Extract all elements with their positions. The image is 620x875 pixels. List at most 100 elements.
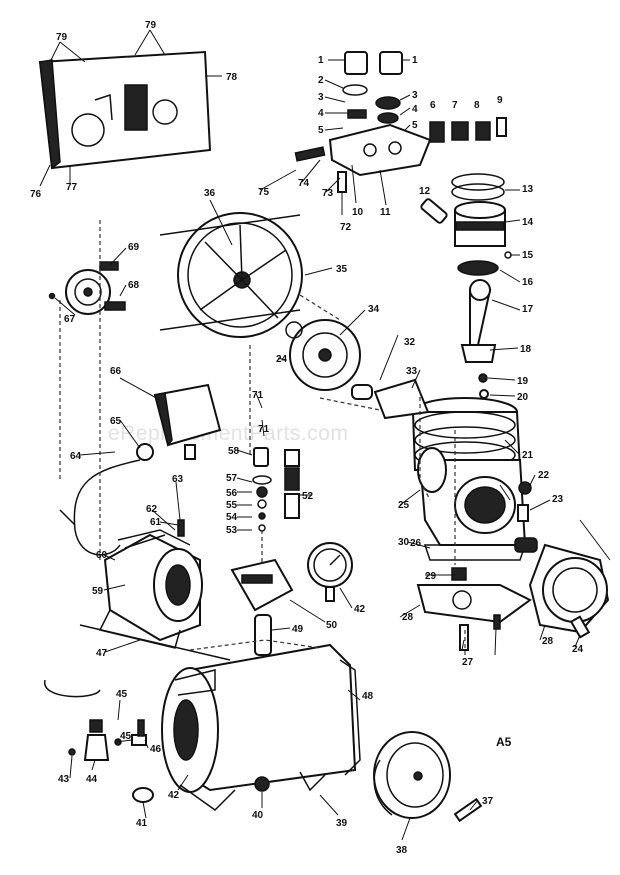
callout-50: 50: [326, 620, 338, 631]
callout-42: 42: [354, 604, 366, 615]
callout-5: 5: [412, 120, 418, 131]
callout-28: 28: [402, 612, 414, 623]
callout-62: 62: [146, 504, 158, 515]
callout-22: 22: [538, 470, 550, 481]
callout-68: 68: [128, 280, 140, 291]
callout-2: 2: [318, 75, 324, 86]
callout-12: 12: [419, 186, 431, 197]
callout-17: 17: [522, 304, 534, 315]
pressure-switch: [136, 383, 222, 461]
callout-66: 66: [110, 366, 122, 377]
callout-43: 43: [58, 774, 70, 785]
callout-23: 23: [552, 494, 564, 505]
callout-24: 24: [276, 354, 288, 365]
valve-reeds: [429, 117, 507, 143]
callout-75: 75: [258, 187, 270, 198]
callout-64: 64: [70, 451, 82, 462]
callout-27: 27: [462, 657, 474, 668]
callout-71: 71: [258, 424, 270, 435]
callout-44: 44: [86, 774, 98, 785]
assembly-lines: [59, 220, 466, 655]
callout-3: 3: [412, 90, 418, 101]
crankcase: [411, 397, 532, 561]
callout-8: 8: [474, 100, 480, 111]
callout-13: 13: [522, 184, 534, 195]
callout-28: 28: [542, 636, 554, 647]
piston-assembly: [420, 173, 512, 399]
callout-11: 11: [380, 207, 391, 218]
callout-54: 54: [226, 512, 238, 523]
unloader-valve-stack: [252, 447, 300, 532]
callout-19: 19: [517, 376, 529, 387]
callout-26: 26: [410, 538, 422, 549]
callout-9: 9: [497, 95, 503, 106]
callout-57: 57: [226, 473, 238, 484]
callout-49: 49: [292, 624, 304, 635]
callout-21: 21: [522, 450, 534, 461]
callout-1: 1: [318, 55, 324, 66]
callout-56: 56: [226, 488, 238, 499]
diagram-code: A5: [496, 735, 512, 749]
callout-69: 69: [128, 242, 140, 253]
callout-48: 48: [362, 691, 374, 702]
callout-41: 41: [136, 818, 148, 829]
callout-55: 55: [226, 500, 238, 511]
callout-33: 33: [406, 366, 418, 377]
callout-36: 36: [204, 188, 216, 199]
manifold: [230, 558, 294, 656]
callout-67: 67: [64, 314, 76, 325]
pressure-gauge: [307, 542, 353, 602]
leader-lines: [39, 29, 611, 841]
callout-79: 79: [56, 32, 68, 43]
motor: [59, 459, 203, 649]
belt-guard: [38, 50, 212, 170]
crankshaft-bearing-carrier: [514, 537, 610, 639]
callout-14: 14: [522, 217, 534, 228]
callout-63: 63: [172, 474, 184, 485]
callout-15: 15: [522, 250, 534, 261]
callout-74: 74: [298, 178, 310, 189]
cylinder-head: [294, 51, 432, 193]
callout-77: 77: [66, 182, 78, 193]
callout-37: 37: [482, 796, 494, 807]
callout-71: 71: [252, 390, 264, 401]
callout-18: 18: [520, 344, 532, 355]
callout-25: 25: [398, 500, 410, 511]
callout-7: 7: [452, 100, 458, 111]
callout-45: 45: [120, 731, 132, 742]
callout-20: 20: [517, 392, 529, 403]
wheel: [373, 731, 483, 823]
callout-34: 34: [368, 304, 380, 315]
callout-4: 4: [412, 104, 418, 115]
callout-40: 40: [252, 810, 264, 821]
callout-79: 79: [145, 20, 157, 31]
motor-pulley: [48, 261, 126, 315]
callout-32: 32: [404, 337, 416, 348]
callout-47: 47: [96, 648, 108, 659]
callout-24: 24: [572, 644, 584, 655]
callout-61: 61: [150, 517, 162, 528]
callout-42: 42: [168, 790, 180, 801]
callout-45: 45: [116, 689, 128, 700]
air-tank: [44, 624, 361, 811]
callout-4: 4: [318, 108, 324, 119]
callout-72: 72: [340, 222, 352, 233]
callout-5: 5: [318, 125, 324, 136]
callout-76: 76: [30, 189, 42, 200]
callout-35: 35: [336, 264, 348, 275]
callout-58: 58: [228, 446, 240, 457]
callout-6: 6: [430, 100, 436, 111]
callout-59: 59: [92, 586, 104, 597]
callout-60: 60: [96, 550, 108, 561]
callout-1: 1: [412, 55, 418, 66]
callout-38: 38: [396, 845, 408, 856]
callout-16: 16: [522, 277, 534, 288]
callout-73: 73: [322, 188, 334, 199]
drain-and-safety-valves: [68, 719, 270, 803]
callout-52: 52: [302, 491, 314, 502]
callout-10: 10: [352, 207, 364, 218]
drive-pulley: [285, 319, 430, 420]
